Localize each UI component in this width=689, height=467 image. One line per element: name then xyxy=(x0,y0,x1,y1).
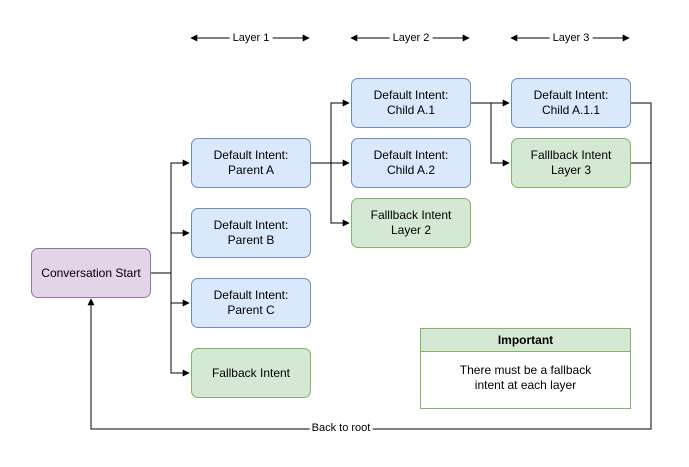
edges-child-a1-to-layer3 xyxy=(471,99,510,167)
conversation-start-node[interactable]: Conversation Start xyxy=(31,248,151,298)
fallback-intent-layer3-line-2: Layer 3 xyxy=(550,163,592,177)
child-a11-line-1: Default Intent: xyxy=(533,88,609,102)
edges-parent-a-to-layer2 xyxy=(311,99,350,227)
important-note[interactable]: Important There must be a fallback inten… xyxy=(420,328,631,409)
parent-c-line-1: Default Intent: xyxy=(213,288,289,302)
important-note-line-1: There must be a fallback xyxy=(459,363,592,377)
parent-c-line-2: Parent C xyxy=(227,303,275,317)
parent-a-line-1: Default Intent: xyxy=(213,148,289,162)
parent-b-line-2: Parent B xyxy=(227,233,275,247)
child-a11-node[interactable]: Default Intent: Child A.1.1 xyxy=(511,78,631,128)
fallback-intent-layer2-line-2: Layer 2 xyxy=(390,223,432,237)
back-to-root-label: Back to root xyxy=(309,422,373,435)
layer-3-label: Layer 3 xyxy=(549,32,593,45)
important-note-title: Important xyxy=(421,329,630,352)
fallback-intent-layer2-node[interactable]: Falllback Intent Layer 2 xyxy=(351,198,471,248)
parent-b-line-1: Default Intent: xyxy=(213,218,289,232)
child-a2-line-2: Child A.2 xyxy=(386,163,436,177)
child-a2-line-1: Default Intent: xyxy=(373,148,449,162)
conversation-start-label: Conversation Start xyxy=(41,265,141,280)
child-a1-node[interactable]: Default Intent: Child A.1 xyxy=(351,78,471,128)
important-note-body: There must be a fallback intent at each … xyxy=(421,352,630,393)
edge-back-to-root xyxy=(87,102,652,430)
layer-1-label: Layer 1 xyxy=(229,32,273,45)
child-a2-node[interactable]: Default Intent: Child A.2 xyxy=(351,138,471,188)
fallback-intent-layer1-node[interactable]: Fallback Intent xyxy=(191,348,311,398)
edges-start-to-layer1 xyxy=(151,159,190,377)
fallback-intent-layer1-label: Fallback Intent xyxy=(211,365,291,380)
child-a11-line-2: Child A.1.1 xyxy=(541,103,601,117)
layer-2-label: Layer 2 xyxy=(389,32,433,45)
fallback-intent-layer2-line-1: Falllback Intent xyxy=(370,208,452,222)
fallback-intent-layer3-line-1: Falllback Intent xyxy=(530,148,612,162)
parent-c-node[interactable]: Default Intent: Parent C xyxy=(191,278,311,328)
parent-a-line-2: Parent A xyxy=(227,163,275,177)
parent-a-node[interactable]: Default Intent: Parent A xyxy=(191,138,311,188)
child-a1-line-2: Child A.1 xyxy=(386,103,436,117)
child-a1-line-1: Default Intent: xyxy=(373,88,449,102)
fallback-intent-layer3-node[interactable]: Falllback Intent Layer 3 xyxy=(511,138,631,188)
parent-b-node[interactable]: Default Intent: Parent B xyxy=(191,208,311,258)
important-note-line-2: intent at each layer xyxy=(474,378,577,392)
